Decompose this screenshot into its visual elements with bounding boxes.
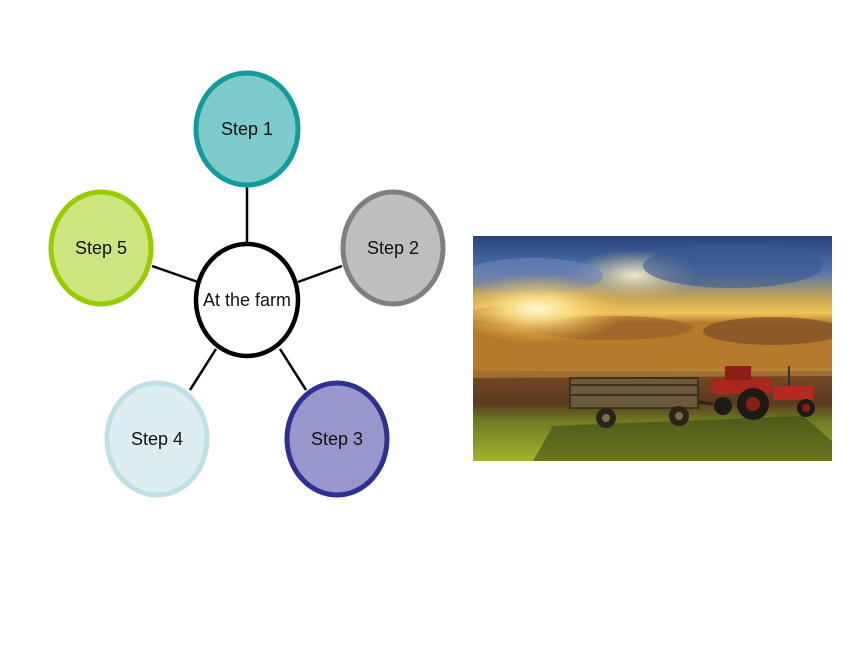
step-4-label: Step 4 <box>131 429 183 449</box>
connector-step-2 <box>297 264 343 284</box>
step-3-label: Step 3 <box>311 429 363 449</box>
step-3-node: Step 3 <box>284 380 390 498</box>
farm-tractor-photo <box>473 236 832 461</box>
step-5-node: Step 5 <box>48 189 154 307</box>
step-1-node: Step 1 <box>193 70 301 188</box>
radial-diagram: Step 1 Step 2 Step 3 Step 4 Step 5 At th… <box>48 70 446 498</box>
connector-step-5 <box>151 264 199 284</box>
connector-step-3 <box>278 348 308 391</box>
step-5-label: Step 5 <box>75 238 127 258</box>
connector-step-4 <box>188 348 218 391</box>
step-2-label: Step 2 <box>367 238 419 258</box>
step-2-node: Step 2 <box>340 189 446 307</box>
center-label: At the farm <box>203 290 291 310</box>
step-4-node: Step 4 <box>104 380 210 498</box>
center-node: At the farm <box>193 241 301 359</box>
step-1-label: Step 1 <box>221 119 273 139</box>
